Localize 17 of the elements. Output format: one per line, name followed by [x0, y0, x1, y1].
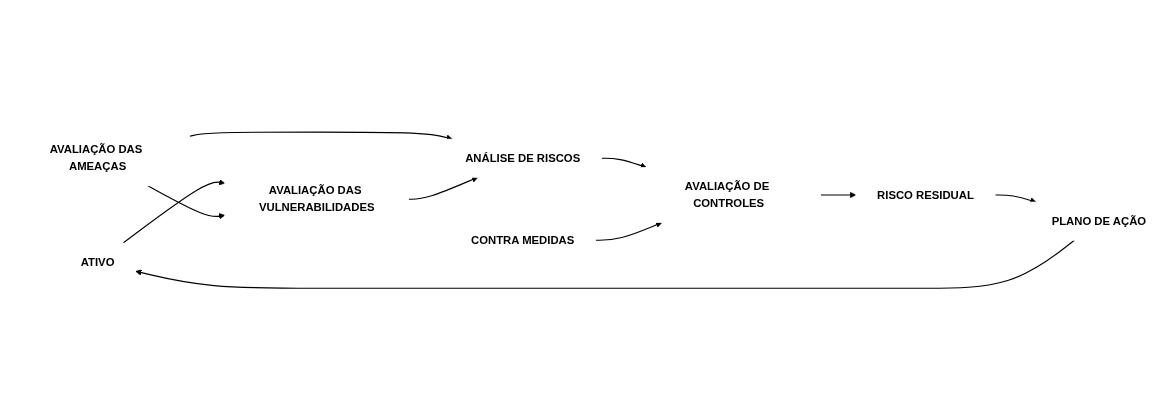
arrow: [600, 157, 647, 169]
arrow: [994, 194, 1037, 204]
arrow: [819, 191, 857, 199]
node-text: AVALIAÇÃO DAS VULNERABILIDADES: [258, 184, 375, 214]
arrow: [135, 239, 1075, 289]
node-text: ANÁLISE DE RISCOS: [465, 151, 581, 164]
arrow: [122, 179, 226, 244]
arrow: [188, 131, 453, 141]
node-text: CONTRA MEDIDAS: [471, 233, 575, 246]
node-text: AVALIAÇÃO DE CONTROLES: [684, 180, 770, 210]
arrow: [147, 185, 226, 220]
arrow: [594, 221, 663, 241]
arrow: [408, 176, 479, 200]
node-text: AVALIAÇÃO DAS AMEAÇAS: [49, 143, 143, 173]
node-text: PLANO DE AÇÃO: [1051, 214, 1147, 227]
node-text: RISCO RESIDUAL: [877, 188, 974, 201]
node-text: ATIVO: [80, 255, 115, 268]
